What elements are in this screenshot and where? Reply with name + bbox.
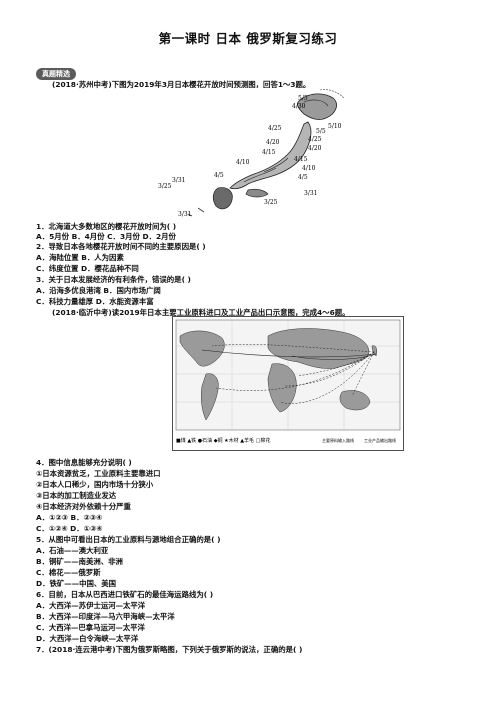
question-1: 1．北海道大多数地区的樱花开放时间为( ) [36,222,177,231]
japan-trade-world-map: ■煤 ▲铁 ●石油 ◆铜 ★木材 ▲羊毛 □棉花 主要原料输入路线 工业产品输出… [172,316,404,451]
question-5-option-b: B．铜矿——南美洲、非洲 [36,557,123,566]
question-4-statement-3: ③日本的加工制造业发达 [36,491,117,500]
map-label: 4/20 [308,145,322,152]
question-6-option-a: A．大西洋—苏伊士运河—太平洋 [36,601,146,610]
question-5-option-d: D．铁矿——中国、美国 [36,579,117,588]
question-4-options-cd: C．①②④ D．①③④ [36,524,103,533]
question-5-option-a: A．石油——澳大利亚 [36,546,109,555]
map-label: 4/25 [308,136,322,143]
question-5-option-c: C．棉花——俄罗斯 [36,568,101,577]
map-label: 5/5 [316,128,326,135]
question-6: 6．目前，日本从巴西进口铁矿石的最佳海运路线为( ) [36,590,214,599]
question-2-options-cd: C．纬度位置 D．樱花品种不同 [36,264,139,273]
map-label: 4/20 [266,139,280,146]
question-3: 3．关于日本发展经济的有利条件，错误的是( ) [36,275,191,284]
question-4-statement-4: ④日本经济对外依赖十分严重 [36,502,131,511]
question-2-options-ab: A．海陆位置 B．人为因素 [36,253,124,262]
map-label: 5/5 [298,95,308,102]
question-3-options-cd: C．科技力量雄厚 D．水能资源丰富 [36,297,154,306]
question-2: 2．导致日本各地樱花开放时间不同的主要原因是( ) [36,242,206,251]
map-label: 4/10 [302,165,316,172]
question-6-option-b: B．大西洋—印度洋—马六甲海峡—太平洋 [36,612,175,621]
question-6-option-d: D．大西洋—白令海峡—太平洋 [36,634,139,643]
map-label: 4/5 [214,172,224,179]
map-label: 3/25 [264,199,278,206]
map-label: 5/10 [328,123,342,130]
map-label: 3/25 [158,183,172,190]
map-label: 4/30 [292,103,306,110]
question-7: 7．(2018·连云港中考)下图为俄罗斯略图，下列关于俄罗斯的说法，正确的是( … [36,645,303,654]
page-title: 第一课时 日本 俄罗斯复习练习 [158,31,338,46]
map-label: 4/10 [236,159,250,166]
map2-legend-export: 工业产品输出路线 [364,437,396,443]
question-3-options-ab: A．沿海多优良港湾 B．国内市场广阔 [36,286,161,295]
question-intro-2: (2018·临沂中考)读2019年日本主要工业原料进口及工业产品出口示意图，完成… [52,308,350,317]
map2-legend: ■煤 ▲铁 ●石油 ◆铜 ★木材 ▲羊毛 □棉花 [176,437,270,444]
question-1-options: A．5月份 B．4月份 C．3月份 D．2月份 [36,232,176,241]
question-4-options-ab: A．①②③ B．②③④ [36,513,103,522]
map2-legend-import: 主要原料输入路线 [322,437,354,443]
question-6-option-c: C．大西洋—巴拿马运河—太平洋 [36,623,145,632]
question-4-statement-1: ①日本资源贫乏，工业原料主要靠进口 [36,469,161,478]
map-label: 3/31 [304,190,317,197]
question-4-statement-2: ②日本人口稀少，国内市场十分狭小 [36,480,154,489]
section-badge: 真题精选 [36,68,76,80]
map-label: 3/31 [172,177,185,184]
map-label: 4/15 [294,156,308,163]
japan-cherry-blossom-map: 5/5 4/30 5/10 4/25 5/5 4/20 4/25 4/15 4/… [158,88,348,218]
question-5: 5．从图中可看出日本的工业原料与源地组合正确的是( ) [36,535,221,544]
map-label: 4/15 [262,149,276,156]
map-label: 4/25 [268,125,282,132]
question-intro-1: (2018·苏州中考)下图为2019年3月日本樱花开放时间预测图，回答1～3题。 [52,80,311,89]
question-4: 4．图中信息能够充分说明( ) [36,458,132,467]
map-label: 3/31 [178,211,191,218]
map-label: 4/5 [298,174,308,181]
